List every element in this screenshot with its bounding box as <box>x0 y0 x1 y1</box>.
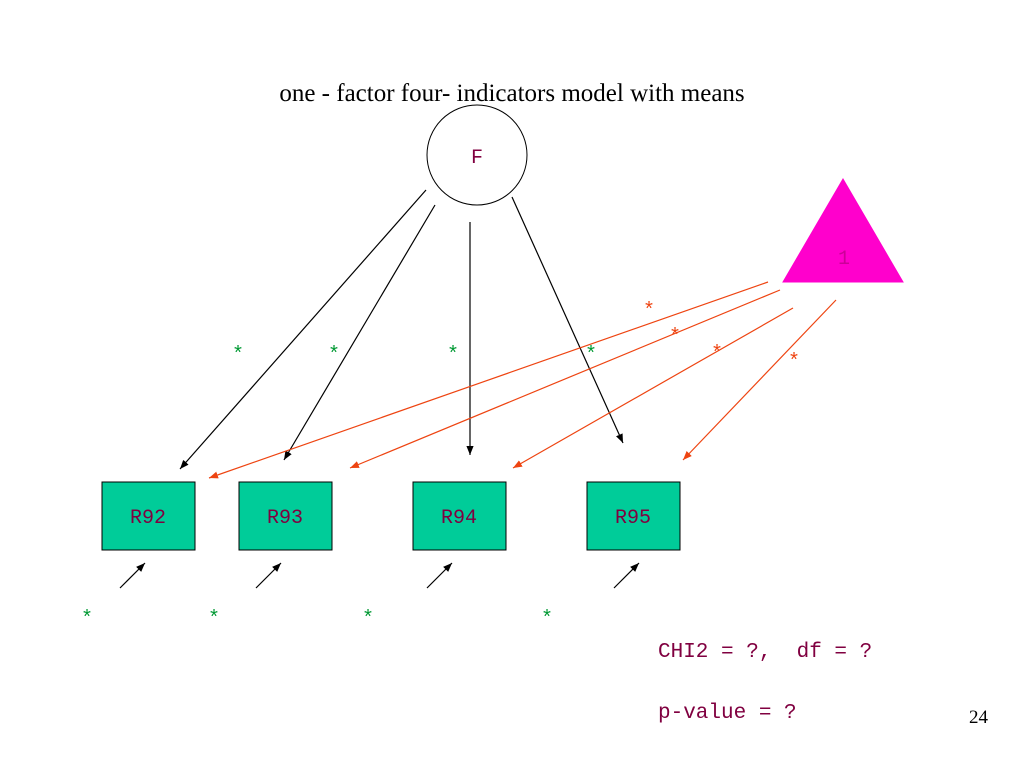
error-star-r95: * <box>541 608 553 631</box>
indicator-label-r93: R93 <box>267 507 303 530</box>
error-arrow-r93 <box>255 562 282 589</box>
intercept-arrow-r95 <box>682 299 837 461</box>
slide-title: one - factor four- indicators model with… <box>279 80 745 107</box>
pvalue-text: p-value = ? <box>658 702 797 725</box>
error-star-r92: * <box>81 608 93 631</box>
intercept-star-r93: * <box>669 326 681 349</box>
indicator-box-r92 <box>101 481 196 551</box>
intercept-arrow-r92 <box>208 281 769 479</box>
indicator-label-r94: R94 <box>441 507 477 530</box>
intercept-arrow-r94 <box>512 307 794 469</box>
indicator-label-r92: R92 <box>130 507 166 530</box>
constant-label: 1 <box>838 248 850 271</box>
constant-triangle <box>782 178 904 283</box>
error-star-r94: * <box>362 608 374 631</box>
indicator-box-r94 <box>412 481 507 551</box>
loading-star-r95: * <box>585 344 597 367</box>
page-number: 24 <box>969 707 988 728</box>
loading-arrow-r92 <box>179 189 427 470</box>
chi2-text: CHI2 = ?, df = ? <box>658 641 873 664</box>
indicator-box-r95 <box>586 481 681 551</box>
intercept-star-r95: * <box>788 351 800 374</box>
loading-star-r94: * <box>447 344 459 367</box>
loading-star-r93: * <box>328 344 340 367</box>
intercept-arrow-r93 <box>349 289 781 469</box>
factor-circle <box>426 104 528 206</box>
indicator-label-r95: R95 <box>615 507 651 530</box>
intercept-star-r92: * <box>643 300 655 323</box>
indicator-box-r93 <box>238 481 333 551</box>
loading-arrow-r95 <box>511 196 624 444</box>
loading-arrow-r93 <box>283 204 436 461</box>
error-arrow-r95 <box>613 562 640 589</box>
error-arrow-r94 <box>426 562 453 589</box>
factor-label: F <box>471 147 483 170</box>
error-star-r93: * <box>208 608 220 631</box>
error-arrow-r92 <box>119 562 146 589</box>
intercept-star-r94: * <box>711 343 723 366</box>
loading-star-r92: * <box>232 344 244 367</box>
